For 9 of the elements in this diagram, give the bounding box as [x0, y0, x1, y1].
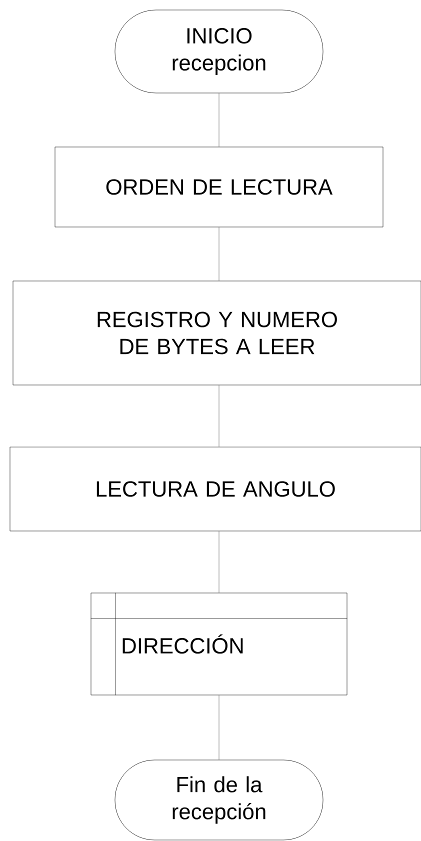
connector-line	[218, 531, 220, 593]
process-box: DIRECCIÓN	[90, 592, 348, 696]
connector-line	[218, 385, 220, 447]
process-box: LECTURA DE ANGULO	[10, 446, 421, 532]
connector-line	[218, 227, 220, 281]
process-box: ORDEN DE LECTURA	[54, 146, 384, 228]
connector-line	[218, 695, 220, 760]
process-box: REGISTRO Y NUMERO DE BYTES A LEER	[12, 280, 421, 386]
connector-line	[218, 93, 220, 147]
